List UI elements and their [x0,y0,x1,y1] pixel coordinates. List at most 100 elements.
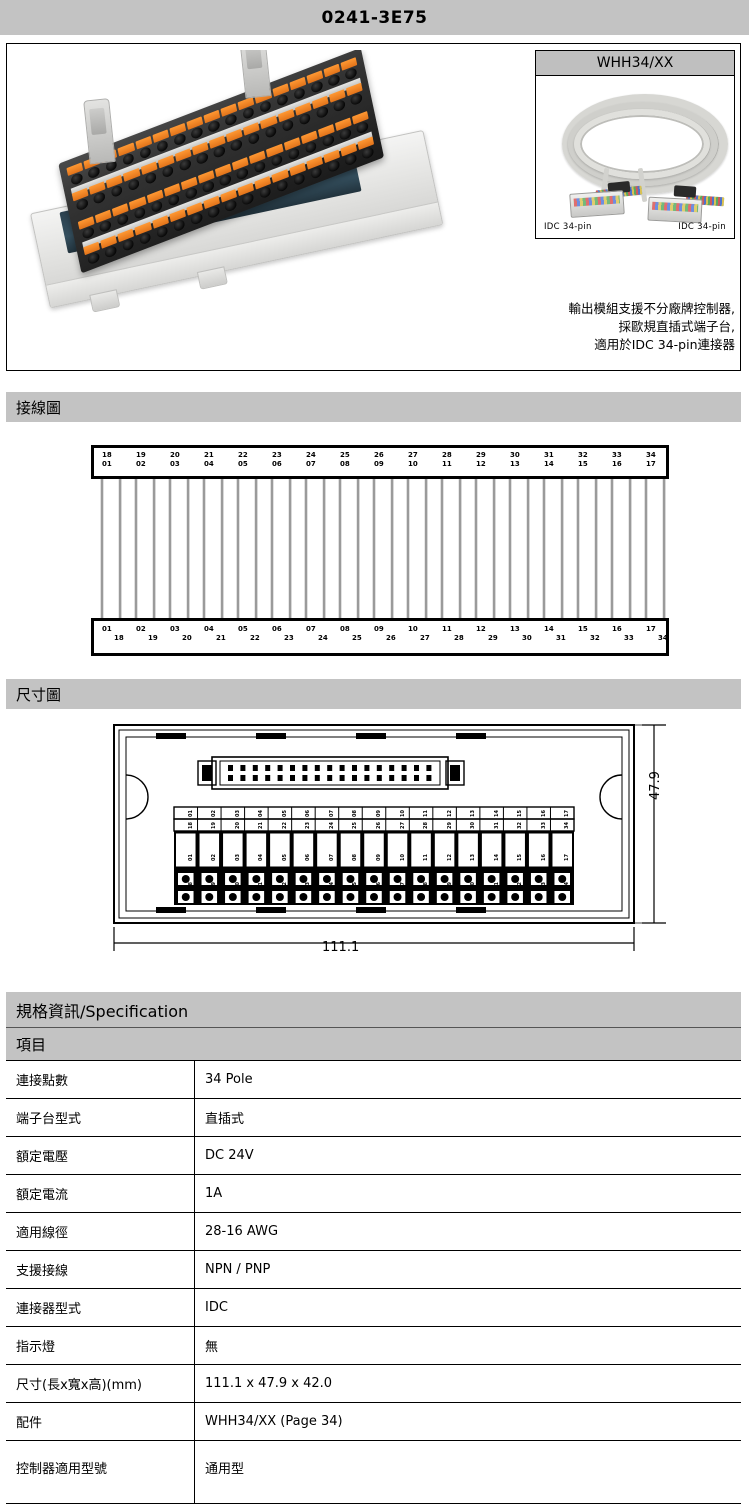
terminal-number: 10 [399,810,406,817]
spec-row-key: 連接點數 [6,1060,195,1099]
dimension-height-label: 47.9 [648,771,663,800]
terminal-number: 02 [211,854,218,861]
terminal-number: 08 [352,854,359,861]
terminal-number: 21 [258,822,265,829]
spec-row-value: 111.1 x 47.9 x 42.0 [194,1364,741,1403]
accessory-description-line: 適用於IDC 34-pin連接器 [594,337,735,353]
accessory-description-line: 採歐規直插式端子台, [618,319,735,335]
terminal-number: 33 [540,882,547,889]
terminal-number: 34 [564,822,571,829]
terminal-number: 21 [258,882,265,889]
accessory-box: WHH34/XX IDC 34-pin IDC 34-pin 輸出模組支援不分廠… [535,50,735,352]
spec-row-value: DC 24V [194,1136,741,1175]
terminal-number: 32 [517,822,524,829]
terminal-number: 30 [470,882,477,889]
terminal-number: 23 [305,822,312,829]
spec-row-key: 指示燈 [6,1326,195,1365]
terminal-number: 03 [234,854,241,861]
terminal-number: 16 [540,810,547,817]
terminal-number: 27 [399,822,406,829]
terminal-number: 18 [187,822,194,829]
spec-row-key: 額定電壓 [6,1136,195,1175]
terminal-number: 15 [517,854,524,861]
terminal-number: 25 [352,822,359,829]
terminal-number: 03 [234,810,241,817]
spec-row-key: 控制器適用型號 [6,1440,195,1504]
terminal-number: 17 [564,854,571,861]
terminal-number: 06 [305,810,312,817]
section-header-wiring: 接線圖 [6,392,741,422]
spec-row-key: 額定電流 [6,1174,195,1213]
spec-row-value: IDC [194,1288,741,1327]
section-title-wiring: 接線圖 [16,398,62,417]
terminal-number: 24 [328,882,335,889]
terminal-number: 09 [376,854,382,861]
terminal-number: 15 [517,810,524,817]
specification-header-label: 規格資訊/Specification [16,1001,189,1021]
terminal-number: 24 [328,822,335,829]
dimension-width-label: 111.1 [322,940,360,955]
terminal-number: 02 [211,810,218,817]
product-panel: WHH34/XX IDC 34-pin IDC 34-pin 輸出模組支援不分廠… [6,43,741,371]
terminal-number: 09 [376,810,382,817]
terminal-number: 20 [234,822,241,829]
terminal-number: 06 [305,854,312,861]
idc-pin-label-left: IDC 34-pin [544,222,592,232]
terminal-number: 07 [328,810,335,817]
spec-row-value: 34 Pole [194,1060,741,1099]
page-title-bar: 0241-3E75 [0,0,749,35]
terminal-number: 27 [399,882,406,889]
terminal-number: 29 [446,822,453,829]
idc-pin-label-right: IDC 34-pin [678,222,726,232]
page-title: 0241-3E75 [321,7,428,28]
terminal-number: 11 [423,810,430,817]
terminal-number: 32 [517,882,524,889]
accessory-header: WHH34/XX [535,50,735,76]
idc-latch-icon [83,98,116,165]
terminal-number: 08 [352,810,359,817]
terminal-number: 25 [352,882,359,889]
terminal-number: 31 [493,822,500,829]
terminal-number: 13 [470,854,477,861]
accessory-cable-photo: IDC 34-pin IDC 34-pin [535,76,735,239]
terminal-number: 26 [376,882,382,889]
section-title-dimension: 尺寸圖 [16,685,62,704]
spec-row-key: 配件 [6,1402,195,1441]
terminal-number: 07 [328,854,335,861]
terminal-number: 13 [470,810,477,817]
spec-row-key: 支援接線 [6,1250,195,1289]
idc-connector-left [569,190,625,218]
terminal-number: 31 [493,882,500,889]
terminal-number: 01 [187,810,194,817]
spec-row: 控制器適用型號通用型 [6,1440,741,1504]
terminal-number: 20 [234,882,241,889]
